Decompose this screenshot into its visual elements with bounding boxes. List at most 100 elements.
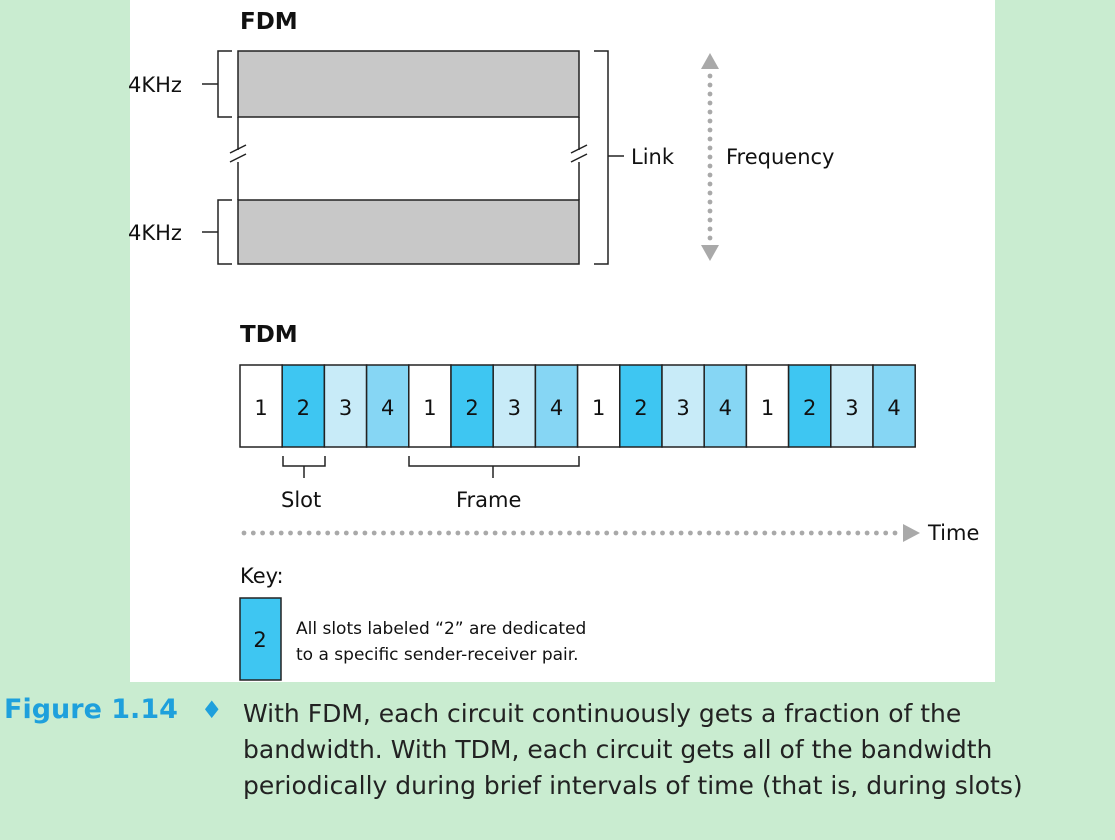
- key-sample-label: 2: [253, 628, 266, 652]
- frequency-dot: [707, 118, 713, 124]
- tdm-slot-label: 4: [887, 396, 900, 420]
- time-dot: [269, 530, 275, 536]
- time-dot: [390, 530, 396, 536]
- time-dot: [520, 530, 526, 536]
- time-dot: [548, 530, 554, 536]
- time-dot: [362, 530, 368, 536]
- time-dot: [846, 530, 851, 536]
- time-dot: [678, 530, 684, 536]
- time-dot: [464, 530, 470, 536]
- band-label-top: 4KHz: [128, 73, 182, 97]
- tdm-slot-label: 4: [381, 396, 394, 420]
- fdm-gap-lines: [237, 117, 580, 200]
- time-dot: [762, 530, 768, 536]
- fdm-band-bottom: [237, 199, 580, 265]
- tdm-slot-label: 1: [423, 396, 436, 420]
- time-dot: [241, 530, 247, 536]
- link-label: Link: [631, 145, 675, 169]
- time-dot: [641, 530, 647, 536]
- time-dot: [790, 530, 796, 536]
- key-description-line2: to a specific sender-receiver pair.: [296, 645, 579, 665]
- time-dot: [567, 530, 572, 536]
- tdm-slot: [661, 364, 705, 448]
- time-dot: [343, 530, 349, 536]
- time-dot: [725, 530, 730, 536]
- frame-bracket: [408, 456, 580, 478]
- tdm-slot-label: 1: [761, 396, 774, 420]
- time-dot: [781, 530, 786, 536]
- time-label: Time: [927, 521, 979, 545]
- frequency-dot: [707, 226, 713, 232]
- time-dot: [613, 530, 619, 536]
- frequency-arrow: [701, 53, 719, 261]
- time-dot: [474, 530, 479, 536]
- frequency-dot: [707, 190, 713, 196]
- time-dot: [511, 530, 517, 536]
- frequency-dot: [707, 154, 713, 160]
- key-description-line1: All slots labeled “2” are dedicated: [296, 619, 586, 639]
- time-dot: [446, 530, 451, 536]
- time-dot: [669, 530, 675, 536]
- tdm-slot-label: 2: [465, 396, 478, 420]
- time-dot: [855, 530, 861, 536]
- tdm-slot-label: 1: [592, 396, 605, 420]
- link-bracket: [594, 50, 624, 265]
- frequency-dot: [707, 100, 713, 106]
- fdm-band-top: [237, 50, 580, 118]
- time-dot: [297, 530, 303, 536]
- tdm-slot: [745, 364, 790, 448]
- time-dot: [455, 530, 461, 536]
- frequency-dot: [707, 235, 713, 241]
- time-dot: [334, 530, 340, 536]
- time-dot: [399, 530, 405, 536]
- break-marks: [229, 144, 588, 163]
- caption-text: With FDM, each circuit continuously gets…: [243, 696, 1113, 804]
- figure-caption: Figure 1.14 ♦ With FDM, each circuit con…: [0, 688, 1115, 840]
- tdm-title: TDM: [240, 322, 298, 348]
- key-title: Key:: [240, 564, 284, 588]
- time-dot: [483, 530, 489, 536]
- time-dot: [381, 530, 386, 536]
- frequency-dot: [707, 172, 713, 178]
- tdm-slot: [787, 364, 832, 448]
- frequency-dot: [707, 208, 713, 214]
- time-dot: [697, 530, 703, 536]
- time-dot: [502, 530, 507, 536]
- tdm-slot-label: 3: [676, 396, 689, 420]
- frequency-dot: [707, 109, 713, 115]
- time-dot: [706, 530, 712, 536]
- time-dot: [325, 530, 331, 536]
- frequency-dot: [707, 127, 713, 133]
- tdm-slot-label: 2: [803, 396, 816, 420]
- tdm-slot: [830, 364, 874, 448]
- tdm-slot-label: 2: [297, 396, 310, 420]
- time-dot: [836, 530, 842, 536]
- frequency-dot: [707, 136, 713, 142]
- time-dot: [715, 530, 721, 536]
- tdm-slot-label: 4: [550, 396, 563, 420]
- slot-bracket: [282, 456, 326, 478]
- time-dot: [660, 530, 665, 536]
- frequency-dot: [707, 181, 713, 187]
- tdm-slot: [239, 364, 283, 448]
- time-dot: [529, 530, 535, 536]
- tdm-slot: [492, 364, 537, 448]
- frequency-dot: [707, 82, 713, 88]
- time-dot: [808, 530, 814, 536]
- tdm-slot: [408, 364, 452, 448]
- time-dot: [409, 530, 414, 536]
- tdm-slot-label: 3: [845, 396, 858, 420]
- time-dot: [539, 530, 544, 536]
- frequency-dot: [707, 91, 713, 97]
- tdm-slot-label: 1: [254, 396, 267, 420]
- tdm-slot: [576, 364, 621, 448]
- time-dot: [892, 530, 898, 536]
- time-dot: [864, 530, 870, 536]
- time-dot: [427, 530, 433, 536]
- time-dot: [306, 530, 312, 536]
- frequency-dot: [707, 199, 713, 205]
- tdm-slot: [323, 364, 368, 448]
- time-dot: [316, 530, 321, 536]
- time-dot: [353, 530, 358, 536]
